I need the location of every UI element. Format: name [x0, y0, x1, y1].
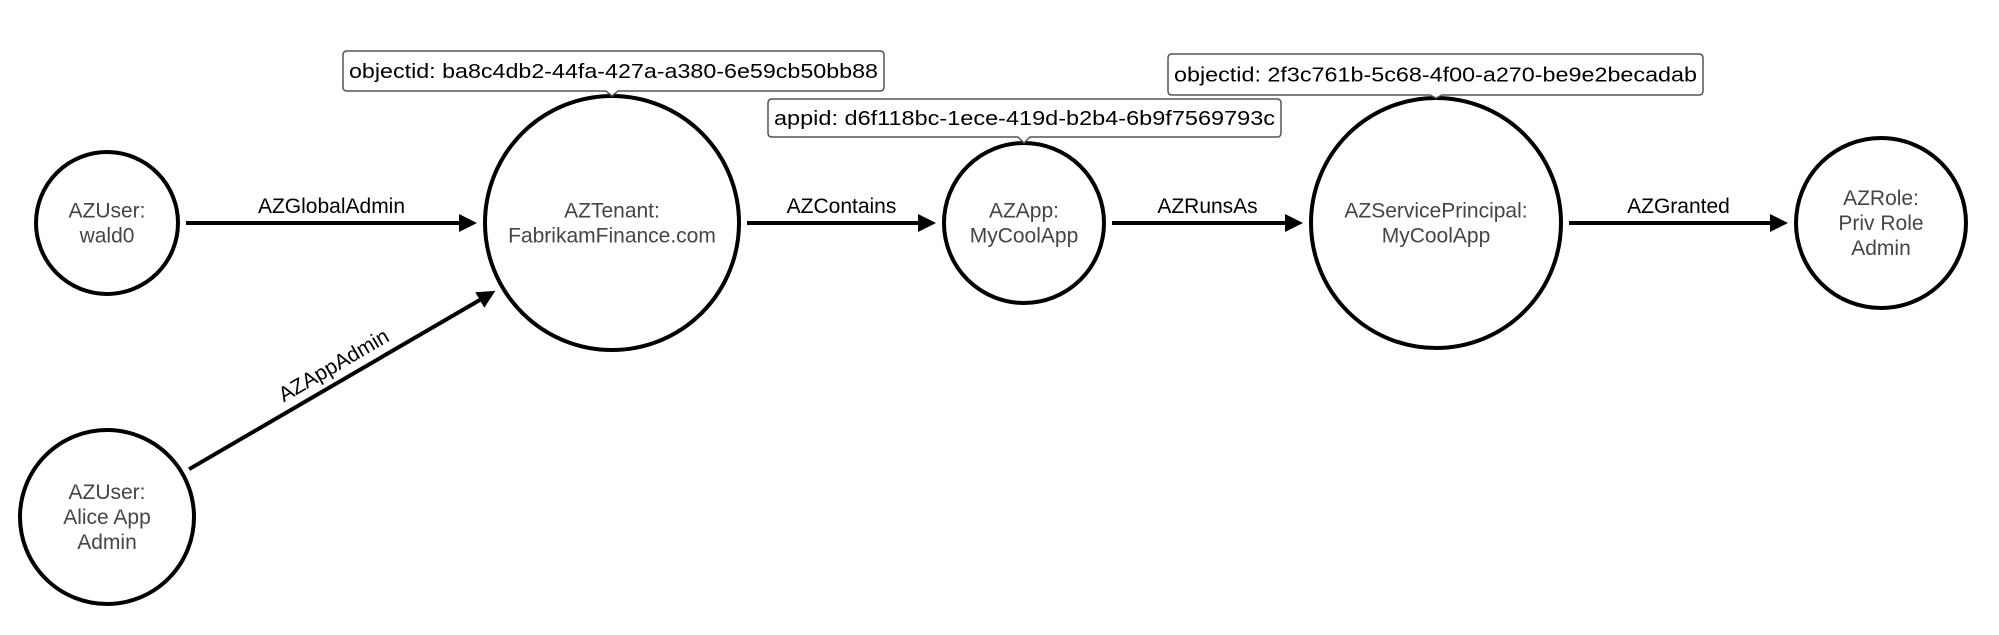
- arrowhead-icon: [1285, 214, 1303, 232]
- node-label: Alice App: [63, 506, 151, 529]
- tooltip-app: appid: d6f118bc-1ece-419d-b2b4-6b9f75697…: [767, 98, 1282, 145]
- node-label: AZApp:: [989, 200, 1059, 223]
- node-circle[interactable]: [1309, 96, 1563, 350]
- tooltip-text: objectid: ba8c4db2-44fa-427a-a380-6e59cb…: [349, 61, 878, 83]
- edge-label: AZRunsAs: [1157, 195, 1257, 218]
- tooltip-box: [342, 50, 885, 97]
- node-label: MyCoolApp: [1382, 225, 1491, 248]
- node-tenant[interactable]: AZTenant:FabrikamFinance.com: [483, 94, 741, 352]
- node-label: MyCoolApp: [970, 225, 1079, 248]
- node-label: AZServicePrincipal:: [1344, 200, 1527, 223]
- edge-azrunsas[interactable]: AZRunsAs: [1112, 195, 1303, 232]
- arrowhead-icon: [475, 290, 496, 308]
- edge-label: AZAppAdmin: [275, 325, 394, 407]
- tooltip-box: [1167, 53, 1704, 99]
- arrowhead-icon: [918, 214, 936, 232]
- node-label: AZRole:: [1843, 187, 1919, 210]
- node-user-alice[interactable]: AZUser:Alice AppAdmin: [18, 428, 196, 606]
- node-label: AZUser:: [68, 481, 145, 504]
- node-circle[interactable]: [942, 141, 1106, 305]
- node-user-wald0[interactable]: AZUser:wald0: [34, 150, 180, 296]
- tooltips-layer: objectid: ba8c4db2-44fa-427a-a380-6e59cb…: [342, 50, 1704, 145]
- tooltip-text: objectid: 2f3c761b-5c68-4f00-a270-be9e2b…: [1174, 65, 1697, 87]
- tooltip-box: [767, 98, 1282, 145]
- tooltip-sp: objectid: 2f3c761b-5c68-4f00-a270-be9e2b…: [1167, 53, 1704, 99]
- edge-azappadmin[interactable]: AZAppAdmin: [188, 290, 496, 471]
- node-label: AZTenant:: [564, 200, 660, 223]
- tooltip-text: appid: d6f118bc-1ece-419d-b2b4-6b9f75697…: [774, 108, 1275, 130]
- edge-label: AZGranted: [1627, 195, 1730, 218]
- node-circle[interactable]: [483, 94, 741, 352]
- node-label: AZUser:: [68, 200, 145, 223]
- node-label: FabrikamFinance.com: [508, 225, 716, 248]
- edge-line[interactable]: [188, 297, 483, 471]
- edge-label: AZGlobalAdmin: [258, 195, 405, 218]
- node-label: Admin: [77, 531, 137, 554]
- edge-azglobaladmin[interactable]: AZGlobalAdmin: [186, 195, 477, 232]
- node-circle[interactable]: [1794, 136, 1968, 310]
- tooltip-tenant: objectid: ba8c4db2-44fa-427a-a380-6e59cb…: [342, 50, 885, 97]
- node-app[interactable]: AZApp:MyCoolApp: [942, 141, 1106, 305]
- arrowhead-icon: [1770, 214, 1788, 232]
- node-label: wald0: [79, 225, 135, 248]
- arrowhead-icon: [459, 214, 477, 232]
- node-label: Priv Role: [1838, 212, 1923, 235]
- node-circle[interactable]: [34, 150, 180, 296]
- node-circle[interactable]: [18, 428, 196, 606]
- node-label: Admin: [1851, 237, 1911, 260]
- edge-label: AZContains: [787, 195, 897, 218]
- node-sp[interactable]: AZServicePrincipal:MyCoolApp: [1309, 96, 1563, 350]
- edge-azcontains[interactable]: AZContains: [747, 195, 936, 232]
- edge-azgranted[interactable]: AZGranted: [1569, 195, 1788, 232]
